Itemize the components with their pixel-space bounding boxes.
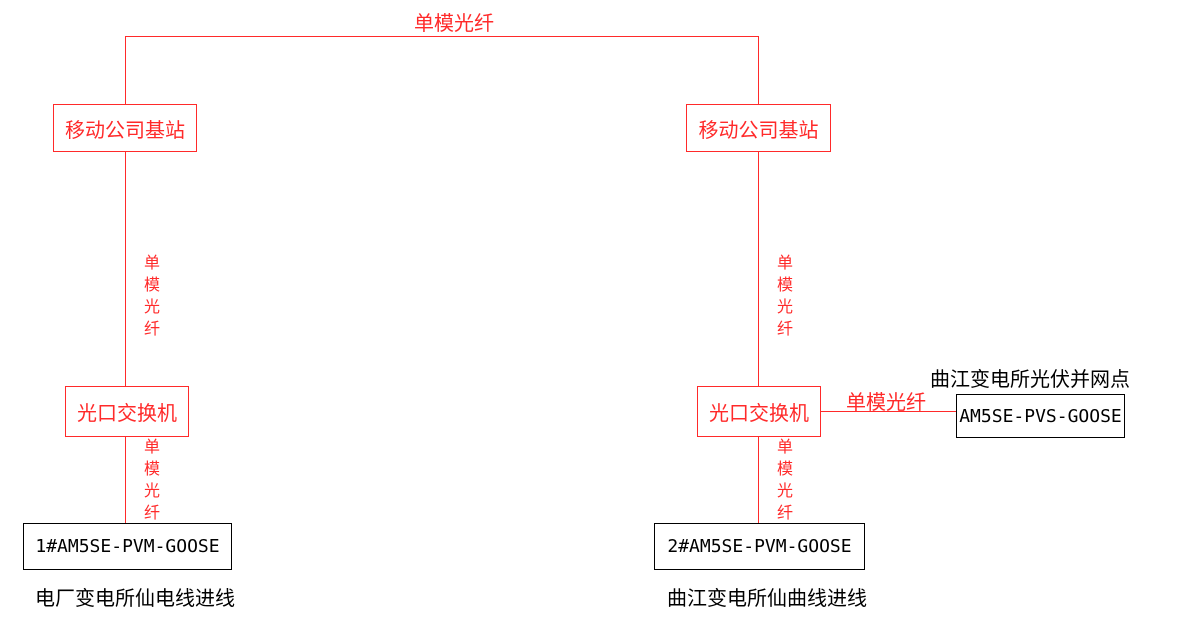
left-lower-fiber-label: 单模光纤 [143, 437, 160, 522]
left-base-station-node: 移动公司基站 [53, 104, 197, 152]
left-device-node: 1#AM5SE-PVM-GOOSE [23, 523, 232, 570]
pv-device-node: AM5SE-PVS-GOOSE [956, 394, 1125, 438]
left-switch-device-link [125, 436, 126, 523]
pv-fiber-label: 单模光纤 [846, 390, 926, 414]
left-upper-fiber-label: 单模光纤 [143, 253, 160, 338]
left-top-riser [125, 36, 126, 104]
right-device-caption: 曲江变电所仙曲线进线 [667, 586, 867, 610]
pv-caption: 曲江变电所光伏并网点 [930, 367, 1130, 391]
top-fiber-link [125, 36, 759, 37]
pv-fiber-link [820, 411, 957, 412]
top-fiber-label: 单模光纤 [414, 11, 494, 35]
right-top-riser [758, 36, 759, 104]
left-switch-node: 光口交换机 [65, 386, 189, 437]
left-station-switch-link [125, 151, 126, 386]
right-device-node: 2#AM5SE-PVM-GOOSE [654, 523, 865, 570]
left-device-caption: 电厂变电所仙电线进线 [35, 586, 235, 610]
right-station-switch-link [758, 151, 759, 386]
right-switch-node: 光口交换机 [697, 386, 821, 437]
right-switch-device-link [758, 436, 759, 523]
right-lower-fiber-label: 单模光纤 [776, 437, 793, 522]
right-upper-fiber-label: 单模光纤 [776, 253, 793, 338]
right-base-station-node: 移动公司基站 [686, 104, 831, 152]
